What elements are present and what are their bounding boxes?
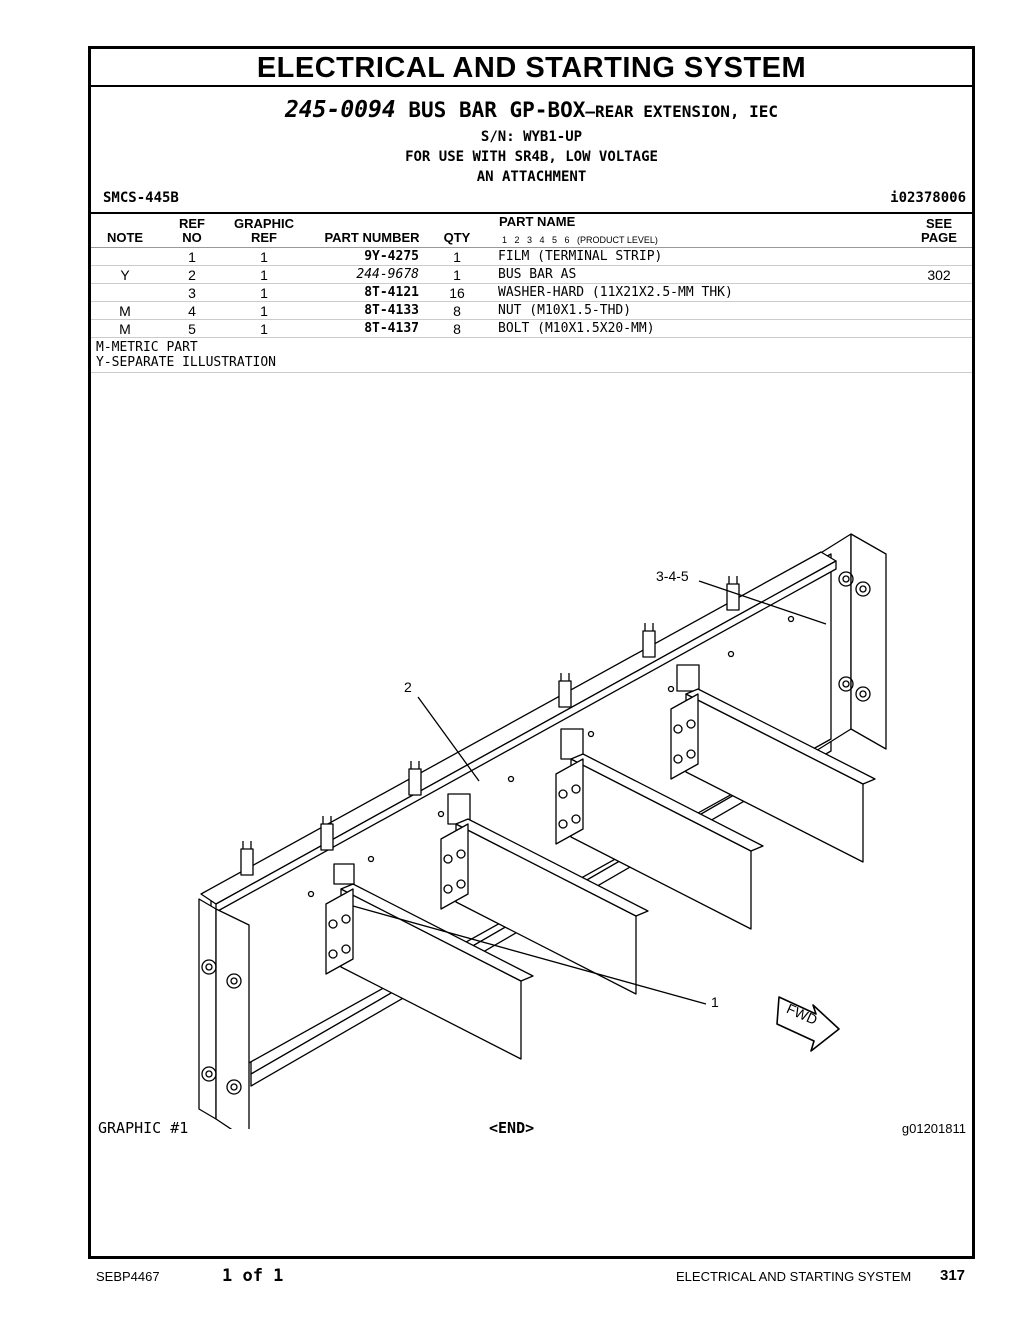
smcs-code: SMCS-445B bbox=[103, 190, 179, 206]
serial-number: S/N: WYB1-UP bbox=[480, 129, 583, 145]
cell-ref: 4 bbox=[188, 303, 196, 319]
cell-graphic-ref: 1 bbox=[260, 285, 268, 301]
attachment-note: AN ATTACHMENT bbox=[476, 169, 587, 185]
header-part-number: PART NUMBER bbox=[324, 230, 420, 245]
page-of-count: 1 of 1 bbox=[222, 1266, 284, 1286]
header-graphic-bottom: REF bbox=[251, 230, 277, 245]
header-graphic-top: GRAPHIC bbox=[234, 216, 294, 231]
cell-qty: 1 bbox=[453, 249, 461, 265]
cell-part-number[interactable]: 8T-4121 bbox=[364, 285, 419, 300]
page-title: ELECTRICAL AND STARTING SYSTEM bbox=[256, 52, 807, 84]
header-part-name: PART NAME bbox=[499, 214, 576, 229]
cell-part-number[interactable]: 8T-4137 bbox=[364, 321, 419, 336]
note-separate-illustration: Y-SEPARATE ILLUSTRATION bbox=[96, 355, 277, 370]
cell-part-number[interactable]: 244-9678 bbox=[356, 267, 419, 282]
cell-note: M bbox=[119, 303, 131, 319]
cell-ref: 1 bbox=[188, 249, 196, 265]
cell-note: Y bbox=[120, 267, 130, 283]
cell-part-number[interactable]: 8T-4133 bbox=[364, 303, 419, 318]
document-number: SEBP4467 bbox=[96, 1269, 160, 1284]
table-row: M 5 1 8T-4137 8 BOLT (M10X1.5X20-MM) bbox=[91, 320, 972, 338]
cell-graphic-ref: 1 bbox=[260, 249, 268, 265]
header-see-bottom: PAGE bbox=[921, 230, 957, 245]
header-ref-top: REF bbox=[179, 216, 205, 231]
note-metric: M-METRIC PART bbox=[96, 340, 198, 355]
cell-qty: 8 bbox=[453, 303, 461, 319]
table-header: NOTE REF NO GRAPHIC REF PART NUMBER QTY … bbox=[91, 214, 972, 248]
page-frame: ELECTRICAL AND STARTING SYSTEM 245-0094 … bbox=[88, 46, 975, 1259]
callout-3-4-5: 3-4-5 bbox=[656, 568, 689, 584]
cell-graphic-ref: 1 bbox=[260, 321, 268, 337]
page-number: 317 bbox=[940, 1267, 966, 1284]
callout-leaders bbox=[352, 580, 827, 1005]
graphic-id: g01201811 bbox=[901, 1121, 966, 1136]
group-name: BUS BAR GP-BOX bbox=[408, 98, 586, 122]
bus-plates bbox=[325, 688, 876, 1060]
header-note: NOTE bbox=[106, 230, 144, 245]
callout-1: 1 bbox=[711, 994, 719, 1010]
cell-note: M bbox=[119, 321, 131, 337]
cell-part-name: WASHER-HARD (11X21X2.5-MM THK) bbox=[498, 285, 733, 300]
cell-graphic-ref: 1 bbox=[260, 267, 268, 283]
header-ref-bottom: NO bbox=[182, 230, 202, 245]
illustration-id: i02378006 bbox=[890, 190, 966, 206]
header-product-levels: 1 2 3 4 5 6 (PRODUCT LEVEL) bbox=[502, 235, 658, 245]
header-qty: QTY bbox=[443, 230, 471, 245]
group-title: 245-0094 BUS BAR GP-BOX—REAR EXTENSION, … bbox=[91, 95, 972, 127]
forward-arrow-icon: FWD bbox=[776, 996, 840, 1052]
table-notes: M-METRIC PART Y-SEPARATE ILLUSTRATION bbox=[91, 338, 972, 373]
cell-qty: 8 bbox=[453, 321, 461, 337]
bus-bar-rail bbox=[200, 551, 837, 913]
group-subtitle: —REAR EXTENSION, IEC bbox=[585, 102, 779, 121]
parts-illustration: 3-4-5 2 1 FWD bbox=[198, 533, 887, 1129]
table-row: M 4 1 8T-4133 8 NUT (M10X1.5-THD) bbox=[91, 302, 972, 320]
group-part-number[interactable]: 245-0094 bbox=[284, 97, 396, 123]
cell-part-name: NUT (M10X1.5-THD) bbox=[498, 303, 632, 318]
cell-graphic-ref: 1 bbox=[260, 303, 268, 319]
cell-qty: 16 bbox=[449, 285, 465, 301]
terminal-clips bbox=[240, 576, 740, 876]
end-marker: <END> bbox=[489, 1119, 535, 1137]
table-row: Y 2 1 244-9678 1 BUS BAR AS 302 bbox=[91, 266, 972, 284]
table-row: 1 1 9Y-4275 1 FILM (TERMINAL STRIP) bbox=[91, 248, 972, 266]
footer-section: ELECTRICAL AND STARTING SYSTEM bbox=[676, 1269, 912, 1284]
table-row: 3 1 8T-4121 16 WASHER-HARD (11X21X2.5-MM… bbox=[91, 284, 972, 302]
cell-qty: 1 bbox=[453, 267, 461, 283]
cell-part-name: BUS BAR AS bbox=[498, 267, 577, 282]
callout-2: 2 bbox=[404, 679, 412, 695]
cell-ref: 5 bbox=[188, 321, 196, 337]
title-bar: ELECTRICAL AND STARTING SYSTEM bbox=[91, 49, 972, 87]
cell-see-page[interactable]: 302 bbox=[927, 267, 951, 283]
cell-part-name: BOLT (M10X1.5X20-MM) bbox=[498, 321, 655, 336]
group-header: 245-0094 BUS BAR GP-BOX—REAR EXTENSION, … bbox=[91, 89, 972, 187]
cell-ref: 2 bbox=[188, 267, 196, 283]
header-see-top: SEE bbox=[925, 216, 952, 231]
cell-part-name: FILM (TERMINAL STRIP) bbox=[498, 249, 663, 264]
cell-ref: 3 bbox=[188, 285, 196, 301]
parts-table: NOTE REF NO GRAPHIC REF PART NUMBER QTY … bbox=[91, 212, 972, 373]
graphic-label: GRAPHIC #1 bbox=[98, 1119, 189, 1137]
usage-note: FOR USE WITH SR4B, LOW VOLTAGE bbox=[405, 149, 658, 165]
front-end-bracket bbox=[198, 898, 250, 1129]
cell-part-number[interactable]: 9Y-4275 bbox=[364, 249, 419, 264]
page-footer: SEBP4467 1 of 1 ELECTRICAL AND STARTING … bbox=[0, 1266, 1020, 1290]
